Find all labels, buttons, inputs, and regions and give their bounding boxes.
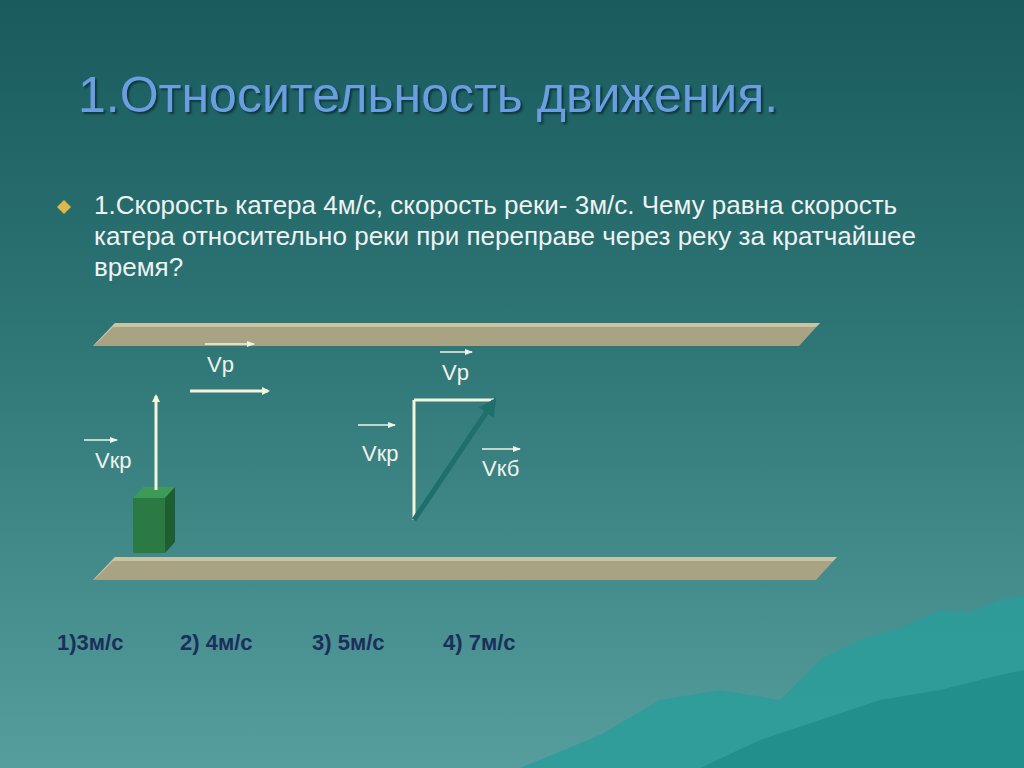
river-bank bbox=[93, 557, 837, 580]
vector-label: Vр bbox=[442, 360, 469, 386]
velocity-arrow bbox=[414, 399, 494, 402]
vector-mark bbox=[84, 344, 520, 449]
vector-label: Vкр bbox=[362, 441, 399, 467]
mountain bbox=[520, 596, 1024, 768]
question-text: 1.Скорость катера 4м/с, скорость реки- 3… bbox=[94, 190, 954, 284]
slide-title: 1.Относительность движения. bbox=[78, 66, 778, 124]
velocity-arrow bbox=[155, 396, 158, 490]
river-bank bbox=[93, 323, 820, 346]
bullet bbox=[57, 200, 71, 214]
mountain bbox=[700, 670, 1024, 768]
answer-option: 3) 5м/с bbox=[312, 630, 385, 656]
boat bbox=[133, 487, 175, 553]
vector-label: Vкр bbox=[95, 448, 132, 474]
vector-label: Vкб bbox=[482, 456, 519, 482]
vector-label: Vр bbox=[207, 352, 234, 378]
velocity-arrow bbox=[413, 400, 416, 520]
velocity-arrow bbox=[190, 390, 268, 393]
answer-option: 2) 4м/с bbox=[180, 630, 253, 656]
answer-option: 4) 7м/с bbox=[443, 630, 516, 656]
answer-option: 1)3м/с bbox=[57, 630, 123, 656]
